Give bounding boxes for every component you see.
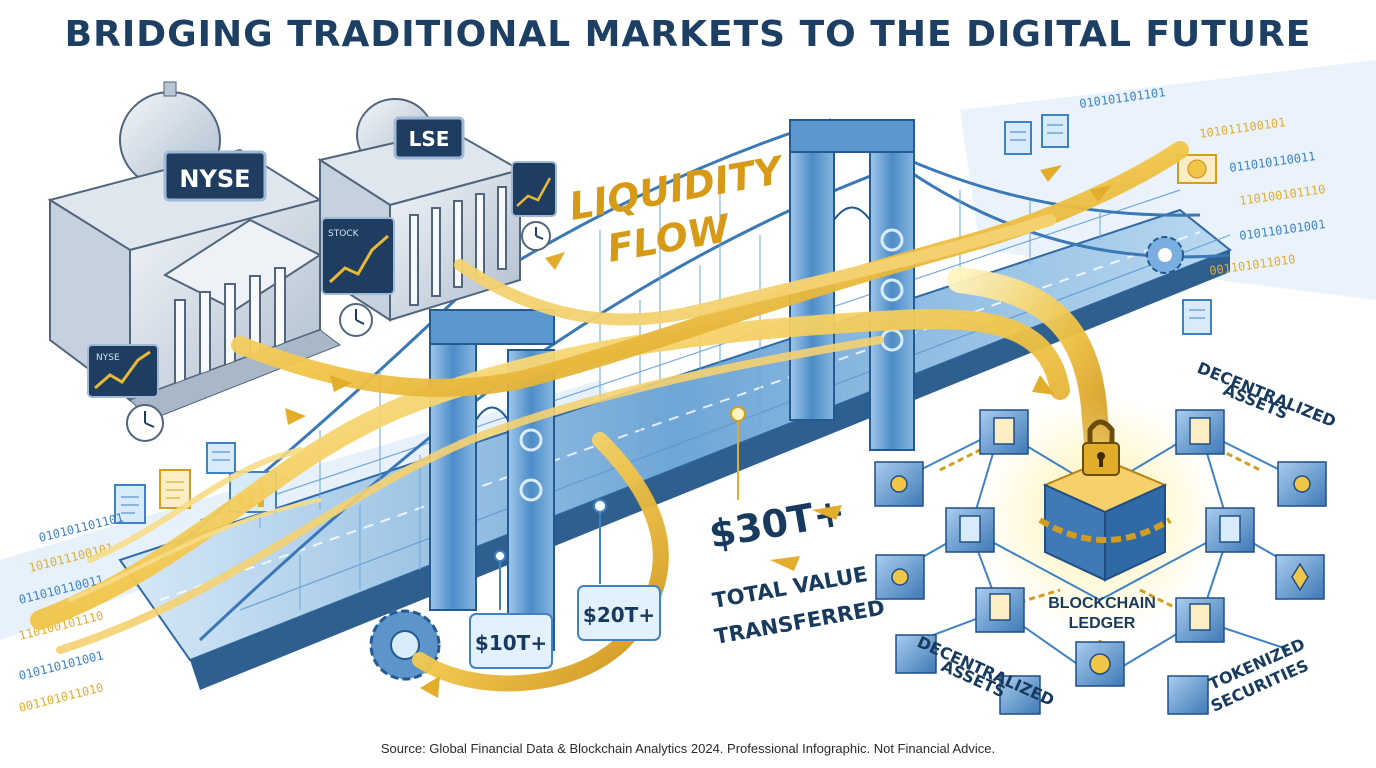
block-node — [875, 554, 925, 600]
tokenized-securities-label: TOKENIZED SECURITIES — [1206, 634, 1311, 715]
bridge-main-cable — [159, 118, 1201, 562]
total-value-caption: TOTAL VALUE TRANSFERRED — [711, 562, 887, 649]
flow-arrows — [285, 165, 1112, 698]
svg-text:NYSE: NYSE — [96, 353, 120, 363]
lse-sign: LSE — [393, 116, 465, 160]
lock-icon — [1082, 419, 1120, 476]
clock-icon — [521, 221, 551, 251]
milestone-10t: $10T+ — [469, 550, 553, 669]
svg-text:LSE: LSE — [409, 127, 450, 151]
gear-icon — [1146, 236, 1184, 274]
milestone-20t: $20T+ — [577, 499, 661, 641]
nyse-sign: NYSE — [163, 150, 267, 202]
block-node — [999, 675, 1041, 715]
block-node — [1205, 507, 1255, 553]
block-node — [1167, 675, 1209, 715]
block-node — [975, 587, 1025, 633]
svg-text:$20T+: $20T+ — [583, 603, 655, 627]
blockchain-blocks — [874, 409, 1327, 715]
block-node — [945, 507, 995, 553]
block-node — [1275, 554, 1325, 600]
svg-text:$10T+: $10T+ — [475, 631, 547, 655]
document-icon — [206, 442, 236, 474]
svg-text:BLOCKCHAIN: BLOCKCHAIN — [1048, 595, 1156, 612]
bridge-tower-left — [429, 309, 555, 651]
clock-icon — [126, 404, 164, 442]
blockchain-ledger-cube — [1038, 458, 1172, 582]
stock-chart-icon — [511, 161, 557, 217]
svg-text:$30T+: $30T+ — [706, 490, 849, 557]
block-node — [979, 409, 1029, 455]
document-icon — [159, 469, 191, 509]
coin-icon — [1177, 154, 1217, 184]
block-node — [895, 634, 937, 674]
block-node — [1175, 409, 1225, 455]
block-node — [1277, 461, 1327, 507]
svg-text:NYSE: NYSE — [179, 165, 250, 193]
svg-text:LEDGER: LEDGER — [1069, 615, 1136, 632]
block-node — [1075, 641, 1125, 687]
liquidity-flow-label: LIQUIDITY FLOW — [566, 148, 789, 271]
stock-chart-icon: NYSE — [87, 344, 159, 398]
stock-chart-icon: STOCK — [321, 217, 395, 295]
blockchain-ledger-label: BLOCKCHAIN LEDGER — [1048, 595, 1156, 632]
source-footnote: Source: Global Financial Data & Blockcha… — [380, 741, 996, 756]
document-icon — [1004, 121, 1032, 155]
svg-text:STOCK: STOCK — [328, 229, 360, 239]
block-node — [874, 461, 924, 507]
document-icon — [114, 484, 146, 524]
binary-code: 001101011010 — [17, 680, 105, 715]
clock-icon — [339, 303, 373, 337]
block-node — [1175, 597, 1225, 643]
document-icon — [1182, 299, 1212, 335]
page-title: BRIDGING TRADITIONAL MARKETS TO THE DIGI… — [64, 14, 1312, 55]
bridge-tower-right — [789, 119, 915, 451]
document-icon — [1041, 114, 1069, 148]
